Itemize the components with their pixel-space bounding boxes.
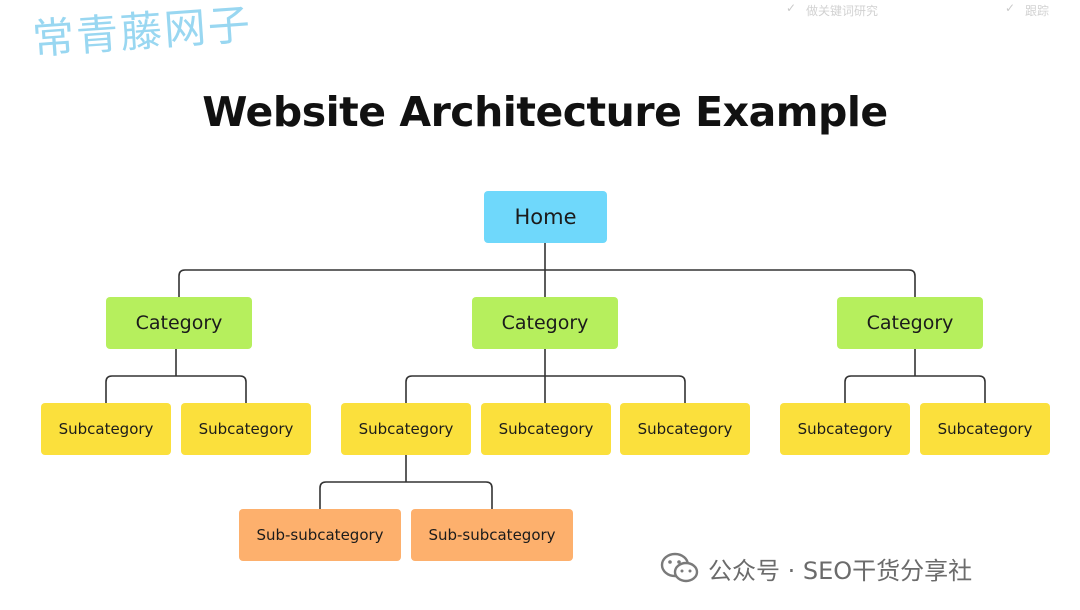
node-sub-subcategory-2: Sub-subcategory bbox=[411, 509, 573, 561]
wechat-icon bbox=[660, 552, 699, 583]
node-category-2: Category bbox=[472, 297, 618, 349]
diagram-title: Website Architecture Example bbox=[202, 88, 888, 136]
account-name: 公众号 · SEO干货分享社 bbox=[708, 556, 973, 585]
node-subcategory-7: Subcategory bbox=[920, 403, 1050, 455]
connector-line bbox=[405, 375, 686, 403]
connector-line bbox=[844, 375, 986, 403]
faded-toolbar-item: 做关键词研究 bbox=[806, 4, 879, 18]
connector-line bbox=[319, 481, 493, 509]
check-icon: ✓ bbox=[1005, 1, 1016, 15]
node-category-3: Category bbox=[837, 297, 983, 349]
faded-toolbar-item: 跟踪 bbox=[1025, 4, 1050, 18]
node-category-1: Category bbox=[106, 297, 252, 349]
connector-line bbox=[105, 375, 247, 403]
node-subcategory-3: Subcategory bbox=[341, 403, 471, 455]
node-home: Home bbox=[484, 191, 607, 243]
node-subcategory-5: Subcategory bbox=[620, 403, 750, 455]
node-subcategory-1: Subcategory bbox=[41, 403, 171, 455]
node-subcategory-4: Subcategory bbox=[481, 403, 611, 455]
wechat-account-label: 公众号 · SEO干货分享社 bbox=[660, 550, 972, 586]
check-icon: ✓ bbox=[786, 1, 797, 15]
node-sub-subcategory-1: Sub-subcategory bbox=[239, 509, 401, 561]
connector-line bbox=[178, 269, 916, 297]
faded-toolbar: ✓ 做关键词研究 ✓ 跟踪 bbox=[780, 0, 1080, 30]
node-subcategory-2: Subcategory bbox=[181, 403, 311, 455]
node-subcategory-6: Subcategory bbox=[780, 403, 910, 455]
